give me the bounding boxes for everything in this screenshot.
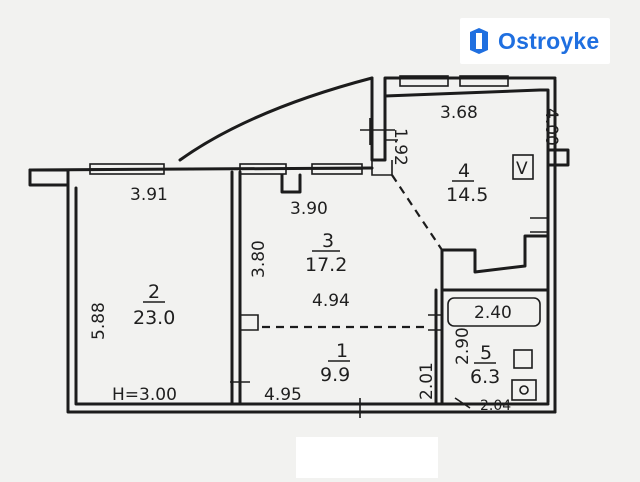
bathroom-fixtures (447, 297, 541, 401)
brand-logo-text: Ostroyke (498, 27, 600, 54)
dim-room1-bottom: 4.95 (264, 385, 302, 405)
interior-walls (230, 96, 550, 406)
brand-logo-icon (470, 28, 488, 54)
divider-room3-room4 (391, 174, 443, 251)
ventilation-mark: V (516, 159, 528, 179)
room-3-area: 17.2 (305, 254, 347, 276)
dim-room2-side: 5.88 (89, 302, 109, 340)
dim-room3-width: 4.94 (312, 291, 350, 311)
room-2-number: 2 (148, 281, 160, 303)
dimension-ticks (230, 381, 471, 418)
balcony-arc (178, 76, 374, 162)
room-5-area: 6.3 (470, 366, 500, 388)
dim-bath-bottom: 2.04 (480, 398, 511, 414)
room-2-area: 23.0 (133, 307, 175, 329)
dim-balcony-wall: 1.92 (390, 128, 410, 166)
bottom-blank-patch (296, 437, 438, 478)
room-3-number: 3 (322, 230, 334, 252)
brand-logo: Ostroyke (460, 18, 610, 64)
room-4-area: 14.5 (446, 184, 488, 206)
dim-ceiling-height: H=3.00 (112, 385, 177, 405)
dim-room3-top: 3.90 (290, 199, 328, 219)
dim-bath-width: 2.40 (474, 303, 512, 323)
room-4-number: 4 (458, 160, 470, 182)
dim-bath-side: 2.90 (453, 327, 473, 365)
dim-room3-side: 3.80 (249, 240, 269, 278)
dim-room4-side: 4.00 (541, 108, 561, 146)
room-5-number: 5 (480, 342, 492, 364)
room-1-number: 1 (336, 340, 348, 362)
dim-room2-top: 3.91 (130, 185, 168, 205)
dim-hall-side: 2.01 (417, 362, 437, 400)
windows (89, 75, 509, 175)
ventilation-shaft (512, 154, 534, 180)
dim-room4-top: 3.68 (440, 103, 478, 123)
room-1-area: 9.9 (320, 364, 350, 386)
